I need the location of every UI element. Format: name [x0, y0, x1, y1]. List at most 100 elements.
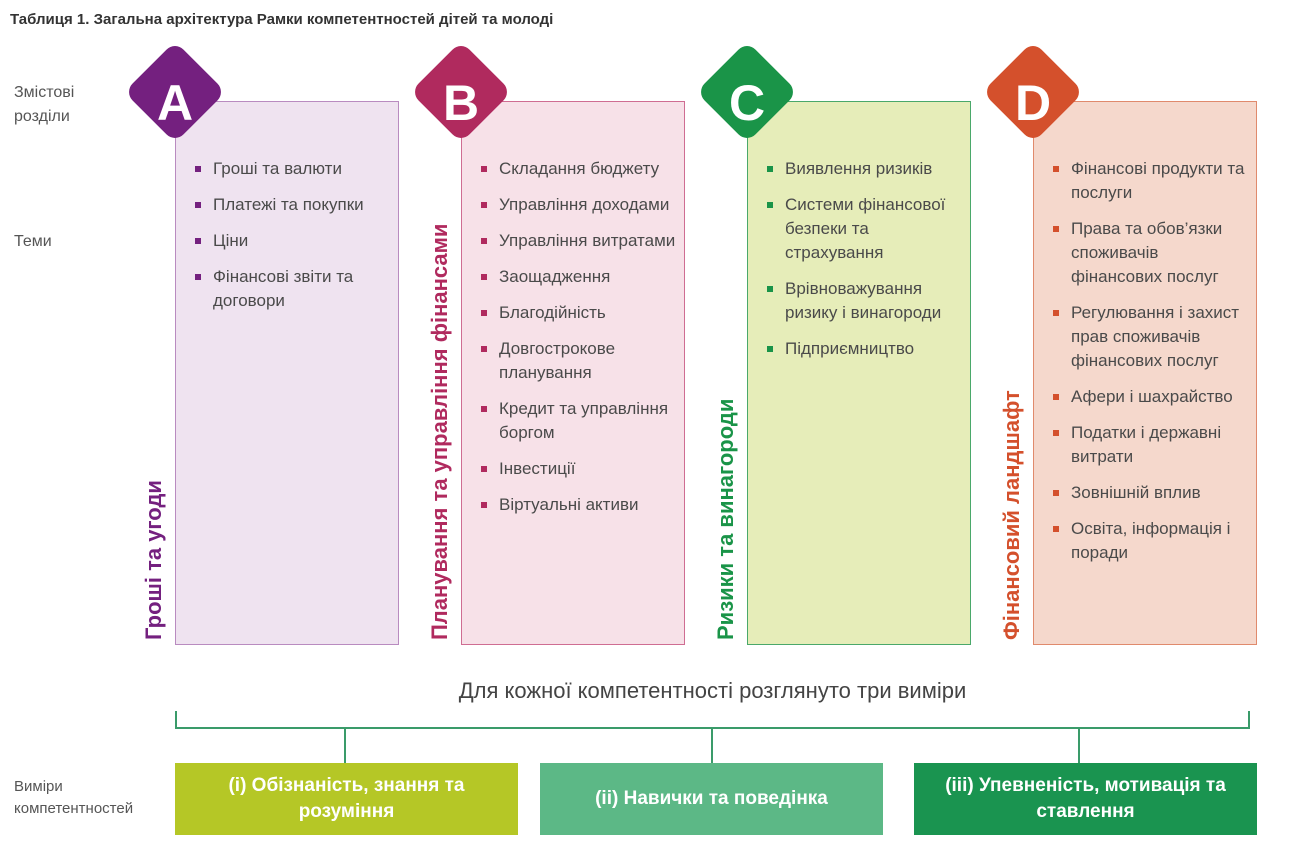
bracket-end — [1248, 711, 1250, 729]
dimension-confidence: (iii) Упевненість, мотивація та ставленн… — [914, 763, 1257, 835]
section-name: Фінансовий ландшафт — [999, 390, 1024, 640]
section-name: Планування та управління фінансами — [427, 223, 452, 640]
topic-item: Управління витратами — [479, 229, 679, 253]
topic-item: Регулювання і захист прав споживачів фін… — [1051, 301, 1251, 373]
bullet-icon — [1053, 490, 1059, 496]
row-label-topics: Теми — [14, 233, 52, 250]
bullet-icon — [1053, 430, 1059, 436]
bracket-tick — [711, 727, 713, 763]
bullet-icon — [195, 202, 201, 208]
bullet-icon — [1053, 526, 1059, 532]
bullet-icon — [481, 202, 487, 208]
topic-label: Складання бюджету — [499, 159, 660, 178]
topic-label: Платежі та покупки — [213, 195, 364, 214]
dimension-label: (ii) Навички та поведінка — [595, 788, 828, 809]
topic-label: Гроші та валюти — [213, 159, 342, 178]
dimension-knowledge: (i) Обізнаність, знання та розуміння — [175, 763, 518, 835]
topic-label: Довгострокове планування — [499, 339, 616, 382]
topic-item: Заощадження — [479, 265, 679, 289]
topic-label: Зовнішній вплив — [1071, 483, 1201, 502]
topic-label: Фінансові продукти та послуги — [1071, 159, 1245, 202]
bullet-icon — [767, 286, 773, 292]
topic-label: Права та обов’язки споживачів фінансових… — [1071, 219, 1223, 286]
bullet-icon — [481, 502, 487, 508]
bullet-icon — [195, 166, 201, 172]
section-box-d — [1033, 101, 1257, 645]
topic-item: Складання бюджету — [479, 157, 679, 181]
bullet-icon — [481, 238, 487, 244]
topic-item: Гроші та валюти — [193, 157, 393, 181]
topic-label: Кредит та управління боргом — [499, 399, 669, 442]
bullet-icon — [1053, 394, 1059, 400]
topic-label: Регулювання і захист прав споживачів фін… — [1071, 303, 1240, 370]
topic-label: Інвестиції — [499, 459, 576, 478]
topic-item: Інвестиції — [479, 457, 679, 481]
bullet-icon — [767, 346, 773, 352]
dimension-skills: (ii) Навички та поведінка — [540, 763, 883, 835]
section-letter: D — [1014, 75, 1052, 131]
bullet-icon — [195, 238, 201, 244]
bullet-icon — [1053, 166, 1059, 172]
topic-item: Фінансові продукти та послуги — [1051, 157, 1251, 205]
topic-item: Врівноважування ризику і винагороди — [765, 277, 965, 325]
topic-item: Афери і шахрайство — [1051, 385, 1251, 409]
topic-item: Кредит та управління боргом — [479, 397, 679, 445]
section-letter: A — [156, 75, 194, 131]
bullet-icon — [481, 406, 487, 412]
topic-label: Системи фінансової безпеки та страхуванн… — [785, 195, 946, 262]
topic-label: Підприємництво — [785, 339, 915, 358]
bullet-icon — [1053, 310, 1059, 316]
topic-label: Афери і шахрайство — [1071, 387, 1233, 406]
topic-item: Платежі та покупки — [193, 193, 393, 217]
topic-label: Заощадження — [499, 267, 611, 286]
section-box-c — [747, 101, 971, 645]
topic-item: Підприємництво — [765, 337, 965, 361]
section-name: Гроші та угоди — [141, 480, 166, 640]
bracket-tick — [344, 727, 346, 763]
bullet-icon — [767, 166, 773, 172]
topic-item: Фінансові звіти та договори — [193, 265, 393, 313]
topic-item: Управління доходами — [479, 193, 679, 217]
table-title: Таблиця 1. Загальна архітектура Рамки ко… — [10, 11, 554, 28]
topic-label: Врівноважування ризику і винагороди — [785, 279, 942, 322]
bullet-icon — [481, 166, 487, 172]
topic-label: Податки і державні витрати — [1071, 423, 1222, 466]
topic-label: Фінансові звіти та договори — [213, 267, 354, 310]
topic-item: Віртуальні активи — [479, 493, 679, 517]
topic-item: Податки і державні витрати — [1051, 421, 1251, 469]
bracket-tick — [1078, 727, 1080, 763]
topic-label: Ціни — [213, 231, 249, 250]
bullet-icon — [481, 466, 487, 472]
section-letter: C — [728, 75, 766, 131]
topic-label: Управління витратами — [499, 231, 676, 250]
bullet-icon — [481, 346, 487, 352]
bullet-icon — [767, 202, 773, 208]
topic-label: Освіта, інформація і поради — [1071, 519, 1231, 562]
topic-item: Зовнішній вплив — [1051, 481, 1251, 505]
topic-item: Довгострокове планування — [479, 337, 679, 385]
bracket-end — [175, 711, 177, 729]
bullet-icon — [481, 274, 487, 280]
topic-label: Управління доходами — [499, 195, 670, 214]
section-box-b — [461, 101, 685, 645]
section-letter: B — [442, 75, 480, 131]
topic-item: Освіта, інформація і поради — [1051, 517, 1251, 565]
topic-label: Благодійність — [499, 303, 606, 322]
topic-item: Виявлення ризиків — [765, 157, 965, 181]
bullet-icon — [1053, 226, 1059, 232]
row-label-content: Змістові розділи — [14, 84, 75, 125]
topic-item: Благодійність — [479, 301, 679, 325]
dimension-label: (iii) Упевненість, мотивація та ставленн… — [945, 775, 1226, 822]
bullet-icon — [481, 310, 487, 316]
topic-label: Виявлення ризиків — [785, 159, 933, 178]
topic-item: Права та обов’язки споживачів фінансових… — [1051, 217, 1251, 289]
section-box-a — [175, 101, 399, 645]
topic-item: Ціни — [193, 229, 393, 253]
section-name: Ризики та винагороди — [713, 398, 738, 640]
topic-label: Віртуальні активи — [499, 495, 639, 514]
row-label-dimensions: Виміри компетентностей — [14, 778, 134, 817]
